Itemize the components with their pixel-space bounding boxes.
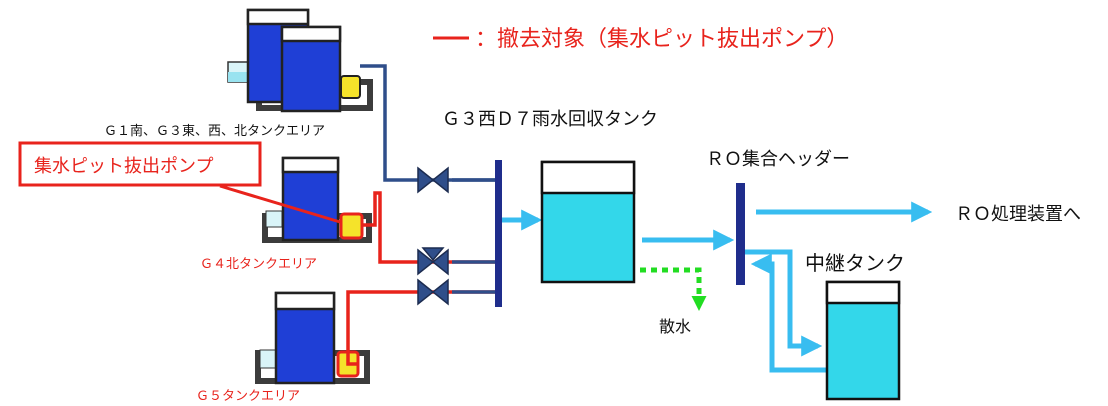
g4-pump-icon (339, 212, 364, 240)
sprinkle-line (640, 267, 707, 311)
pump-callout-box (18, 141, 262, 187)
legend-text: ：撤去対象（集水ピット抜出ポンプ） (475, 27, 848, 52)
inlet-manifold (495, 160, 502, 307)
valve-3 (417, 278, 449, 306)
g5-tank-group (255, 291, 370, 385)
g1-tank-group (227, 8, 373, 113)
callout-pointer (219, 184, 341, 224)
pipe-g5-red (346, 290, 496, 366)
pump-callout-label: 集水ピット抜出ポンプ (34, 156, 213, 177)
header-to-relay-arrow (745, 249, 823, 357)
relay-return-arrow (750, 253, 826, 373)
pipe-g4-red (362, 191, 496, 264)
area-g4-label: Ｇ４北タンクエリア (200, 257, 317, 272)
area-g1-label: Ｇ１南、Ｇ３東、西、北タンクエリア (104, 123, 325, 139)
ro-header-bar (736, 183, 745, 285)
g4-tank-group (262, 156, 372, 243)
ro-header-label: ＲＯ集合ヘッダー (706, 149, 850, 170)
valve-1 (417, 166, 449, 194)
g1-pump-icon (340, 75, 361, 99)
ro-device-label: ＲＯ処理装置へ (955, 204, 1081, 225)
sprinkle-label: 散水 (659, 317, 691, 336)
rain-tank-label: Ｇ３西Ｄ７雨水回収タンク (442, 109, 658, 130)
relay-tank-label: 中継タンク (805, 251, 905, 275)
valve-2 (417, 247, 449, 276)
area-g5-label: Ｇ５タンクエリア (196, 389, 300, 404)
